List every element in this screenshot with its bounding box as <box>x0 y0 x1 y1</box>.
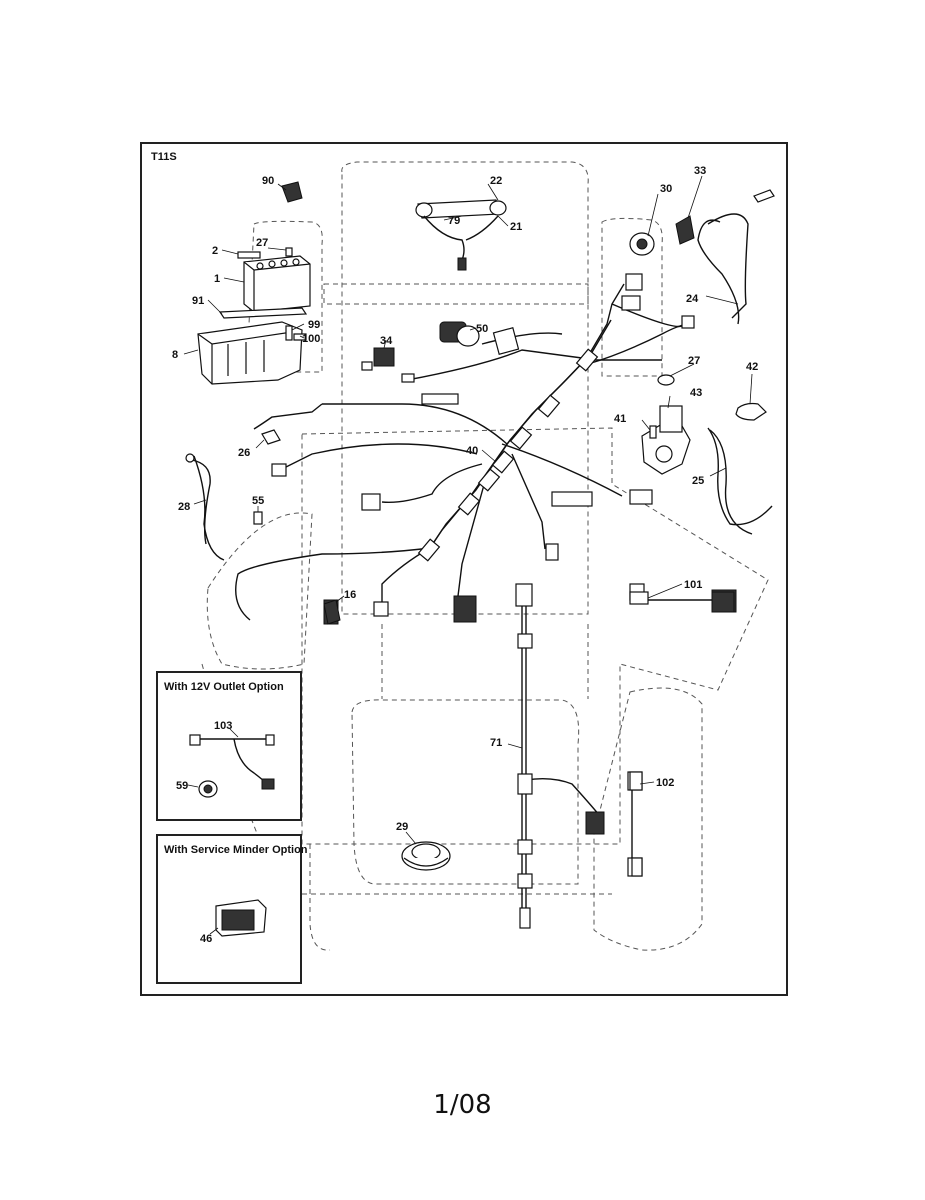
callout-91: 91 <box>192 295 204 307</box>
callout-99: 99 <box>308 319 320 331</box>
wire-harness <box>193 213 773 924</box>
callout-103: 103 <box>214 720 232 732</box>
chassis-outlines <box>201 161 769 951</box>
callout-59: 59 <box>176 780 188 792</box>
callout-33: 33 <box>694 165 706 177</box>
callout-22: 22 <box>490 175 502 187</box>
inset-service-minder-title: With Service Minder Option <box>164 844 308 856</box>
components <box>185 181 775 877</box>
callout-55: 55 <box>252 495 264 507</box>
callout-27a: 27 <box>256 237 268 249</box>
page-number: 1/08 <box>433 1090 492 1120</box>
callout-2: 2 <box>212 245 218 257</box>
callout-102: 102 <box>656 777 674 789</box>
sheet-code: T11S <box>151 151 177 163</box>
harness-connectors <box>271 273 737 929</box>
callout-34: 34 <box>380 335 393 347</box>
callout-16: 16 <box>344 589 356 601</box>
inset-12v-outlet-drawing: 103 59 <box>176 720 275 798</box>
callout-29: 29 <box>396 821 408 833</box>
callout-101: 101 <box>684 579 702 591</box>
leader-lines <box>183 175 753 845</box>
inset-service-minder-drawing: 46 <box>200 899 267 945</box>
callout-43: 43 <box>690 387 702 399</box>
callout-30: 30 <box>660 183 672 195</box>
callout-labels: 90 2 27 1 91 99 100 8 22 79 21 30 33 24 … <box>172 165 758 833</box>
inset-12v-outlet-title: With 12V Outlet Option <box>164 681 284 693</box>
callout-90: 90 <box>262 175 274 187</box>
inset-service-minder: With Service Minder Option 46 <box>156 834 308 984</box>
callout-79: 79 <box>448 215 460 227</box>
callout-28: 28 <box>178 501 190 513</box>
callout-25: 25 <box>692 475 704 487</box>
callout-46: 46 <box>200 933 212 945</box>
callout-27b: 27 <box>688 355 700 367</box>
callout-50: 50 <box>476 323 488 335</box>
inset-12v-outlet: With 12V Outlet Option 103 59 <box>156 671 302 821</box>
callout-100: 100 <box>302 333 320 345</box>
callout-24: 24 <box>686 293 699 305</box>
wiring-diagram: 90 2 27 1 91 99 100 8 22 79 21 30 33 24 … <box>172 161 775 951</box>
callout-1: 1 <box>214 273 220 285</box>
callout-71: 71 <box>490 737 502 749</box>
callout-21: 21 <box>510 221 522 233</box>
callout-41: 41 <box>614 413 626 425</box>
callout-42: 42 <box>746 361 758 373</box>
callout-8: 8 <box>172 349 178 361</box>
callout-26: 26 <box>238 447 250 459</box>
diagram-frame: 90 2 27 1 91 99 100 8 22 79 21 30 33 24 … <box>140 142 788 996</box>
callout-40: 40 <box>466 445 478 457</box>
